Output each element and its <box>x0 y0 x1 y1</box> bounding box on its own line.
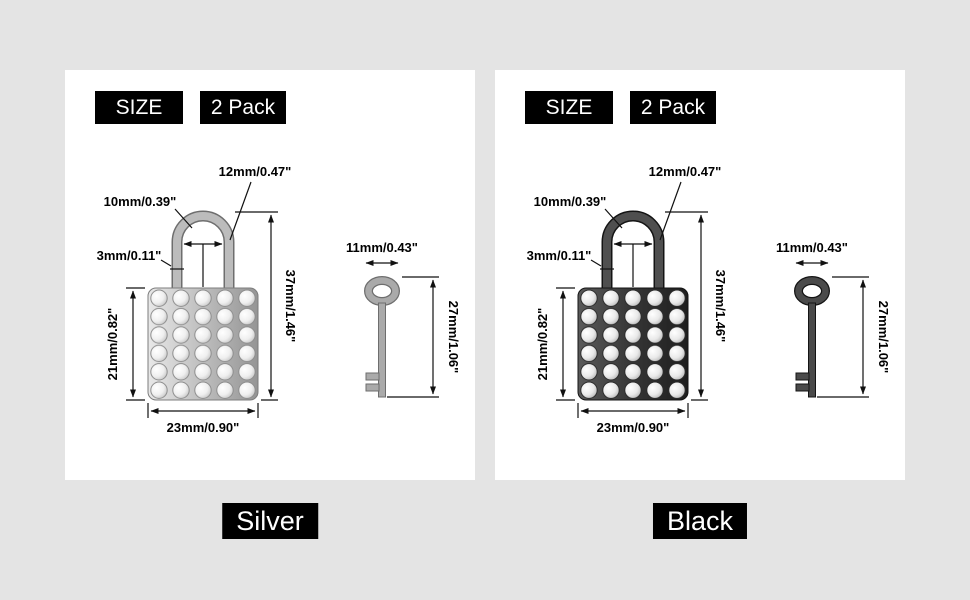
size-chip-label: SIZE <box>545 96 593 119</box>
dim-body-height-label: 21mm/0.82" <box>535 308 550 381</box>
dim-total-height-lines <box>235 211 278 401</box>
dim-key-length-label: 27mm/1.06" <box>876 301 891 374</box>
dim-shackle-inner-width-label: 12mm/0.47" <box>219 164 292 179</box>
padlock-illustration <box>577 210 689 401</box>
key-bit-tooth-1 <box>795 372 810 381</box>
key-stem <box>378 302 386 398</box>
dim-shackle-outer-lines <box>174 208 193 229</box>
key-illustration <box>794 276 830 398</box>
dim-body-width-label: 23mm/0.90" <box>597 420 670 435</box>
size-chip: SIZE <box>525 91 613 124</box>
key-bit-tooth-2 <box>795 383 810 392</box>
dim-shackle-thickness-lines <box>590 259 614 270</box>
key-stem <box>808 302 816 398</box>
padlock-rhinestones <box>149 289 257 400</box>
dimension-lines <box>556 181 869 418</box>
padlock-rhinestones <box>579 289 687 400</box>
pack-chip: 2 Pack <box>630 91 716 124</box>
dim-body-width-lines <box>147 403 259 418</box>
variant-label-silver-text: Silver <box>236 506 304 536</box>
dim-key-length-label: 27mm/1.06" <box>446 301 461 374</box>
dim-body-height-label: 21mm/0.82" <box>105 308 120 381</box>
size-chip-label: SIZE <box>115 96 163 119</box>
dim-body-height-lines <box>126 287 145 401</box>
panel-black: SIZE 2 Pack <box>495 70 905 480</box>
dim-shackle-inner-width-label: 12mm/0.47" <box>649 164 722 179</box>
key-bit-tooth-1 <box>365 372 380 381</box>
key-illustration <box>364 276 400 398</box>
dim-total-height-lines <box>665 211 708 401</box>
dim-shackle-outer-width-label: 10mm/0.39" <box>104 194 177 209</box>
dim-shackle-thickness-lines <box>160 259 184 270</box>
dim-shackle-inner-lines <box>183 181 252 287</box>
pack-chip-label: 2 Pack <box>210 96 276 119</box>
pack-chip: 2 Pack <box>200 91 286 124</box>
dim-key-head-width-label: 11mm/0.43" <box>346 240 418 255</box>
dim-total-height-label: 37mm/1.46" <box>283 270 298 343</box>
variant-label-black-text: Black <box>666 506 734 536</box>
dim-shackle-thickness-label: 3mm/0.11" <box>527 248 592 263</box>
dimension-lines <box>126 181 439 418</box>
key-bit-tooth-2 <box>365 383 380 392</box>
dim-key-length-lines <box>387 276 439 398</box>
size-diagram-black: 12mm/0.47" 10mm/0.39" 3mm/0.11" 37mm/1.4… <box>527 164 891 435</box>
key-head <box>795 277 829 305</box>
variant-label-silver: Silver <box>222 503 318 539</box>
pack-chip-label: 2 Pack <box>640 96 706 119</box>
dim-key-head-width-label: 11mm/0.43" <box>776 240 848 255</box>
padlock-illustration <box>147 210 259 401</box>
dim-body-width-label: 23mm/0.90" <box>167 420 240 435</box>
dim-key-length-lines <box>817 276 869 398</box>
size-chip: SIZE <box>95 91 183 124</box>
size-diagram-silver: 12mm/0.47" 10mm/0.39" 3mm/0.11" 37mm/1.4… <box>97 164 461 435</box>
dim-shackle-thickness-label: 3mm/0.11" <box>97 248 162 263</box>
key-head <box>365 277 399 305</box>
dim-shackle-outer-width-label: 10mm/0.39" <box>534 194 607 209</box>
dim-total-height-label: 37mm/1.46" <box>713 270 728 343</box>
dim-shackle-outer-lines <box>604 208 623 229</box>
dim-body-width-lines <box>577 403 689 418</box>
panel-silver: SIZE 2 Pack <box>65 70 475 480</box>
dim-body-height-lines <box>556 287 575 401</box>
dim-shackle-inner-lines <box>613 181 682 287</box>
padlock-shackle-highlight <box>173 212 233 292</box>
variant-label-black: Black <box>652 503 748 539</box>
padlock-shackle-highlight <box>603 212 663 292</box>
